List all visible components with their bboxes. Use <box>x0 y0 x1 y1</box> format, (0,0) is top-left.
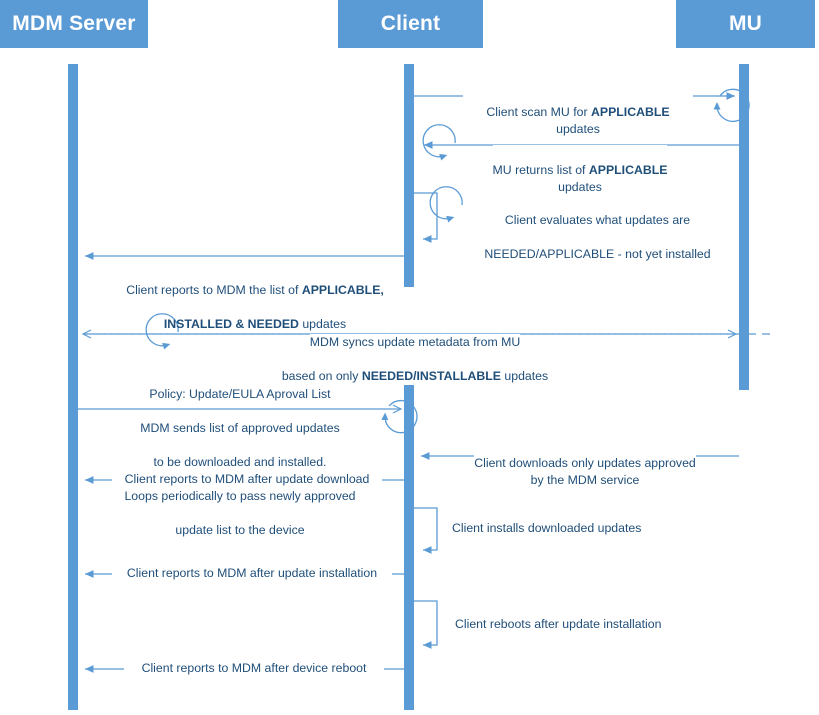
arrow-m3-client-evaluates <box>414 186 463 243</box>
actor-label-client: Client <box>380 12 441 35</box>
actor-header-mdm-server[interactable]: MDM Server <box>0 0 148 48</box>
message-label-m2: MU returns list of APPLICABLE updates <box>480 128 680 213</box>
m2-text-line2: updates <box>558 180 602 194</box>
message-label-m9: Client installs downloaded updates <box>452 521 642 535</box>
m6-text-line2: to be downloaded and installed. <box>95 454 385 471</box>
m5-text-line1: MDM syncs update metadata from MU <box>309 334 521 351</box>
m1-text-post: updates <box>556 122 600 136</box>
actor-label-mdm-server: MDM Server <box>12 12 136 35</box>
m6-text-line1: MDM sends list of approved updates <box>95 420 385 437</box>
m2-text-bold: APPLICABLE <box>588 163 668 177</box>
message-label-m8: Client reports to MDM after update downl… <box>112 471 382 488</box>
self-loop-m2 <box>422 124 456 161</box>
message-label-m7: Client downloads only updates approved b… <box>460 438 710 506</box>
m5-text-line2-a: based on only <box>281 369 362 383</box>
m3-text-line1: Client evaluates what updates are <box>504 213 691 227</box>
lifeline-client-segment-1 <box>404 64 414 287</box>
message-label-m3: Client evaluates what updates are NEEDED… <box>480 195 715 280</box>
m1-text-pre: Client scan MU for <box>486 105 591 119</box>
m7-text-line1: Client downloads only updates approved <box>474 455 696 472</box>
message-label-m4: Client reports to MDM the list of APPLIC… <box>110 248 400 350</box>
m1-text-bold: APPLICABLE <box>590 105 670 119</box>
arrow-m11-client-reboots <box>414 600 438 649</box>
lifeline-mdm-server <box>68 64 78 710</box>
m5-text-line2-b: NEEDED/INSTALLABLE <box>361 369 501 383</box>
message-label-m5: MDM syncs update metadata from MU based … <box>270 317 560 385</box>
message-label-m11: Client reboots after update installation <box>455 617 662 631</box>
lifeline-mu-segment-1 <box>739 64 749 148</box>
m2-text-pre: MU returns list of <box>492 163 589 177</box>
lifeline-mu-segment-2 <box>739 148 749 390</box>
m6-policy-label: Policy: Update/EULA Aproval List <box>95 386 385 403</box>
message-label-m12: Client reports to MDM after device reboo… <box>124 660 384 677</box>
m4-text-line2-a: INSTALLED & NEEDED <box>163 317 299 331</box>
m4-text-line2-b: updates <box>298 317 347 331</box>
m3-text-line2: NEEDED/APPLICABLE - not yet installed <box>484 247 711 261</box>
arrow-m9-client-installs-updates <box>414 507 438 554</box>
m4-text-line1-a: Client reports to MDM the list of <box>126 283 302 297</box>
actor-header-client[interactable]: Client <box>338 0 483 48</box>
message-label-m1: Client scan MU for APPLICABLE updates <box>463 87 693 138</box>
m7-text-line2: by the MDM service <box>530 473 640 487</box>
m5-text-line2-c: updates <box>500 369 549 383</box>
actor-header-mu[interactable]: MU <box>676 0 815 48</box>
lifeline-client-segment-2 <box>404 383 414 710</box>
actor-label-mu: MU <box>728 12 763 35</box>
message-label-m6: Policy: Update/EULA Aproval List MDM sen… <box>95 369 385 556</box>
message-label-m10: Client reports to MDM after update insta… <box>112 565 392 582</box>
self-loop-m3 <box>429 186 463 223</box>
m6-text-line4: update list to the device <box>95 522 385 539</box>
m4-text-line1-b: APPLICABLE, <box>301 283 384 297</box>
m6-text-line3: Loops periodically to pass newly approve… <box>95 488 385 505</box>
